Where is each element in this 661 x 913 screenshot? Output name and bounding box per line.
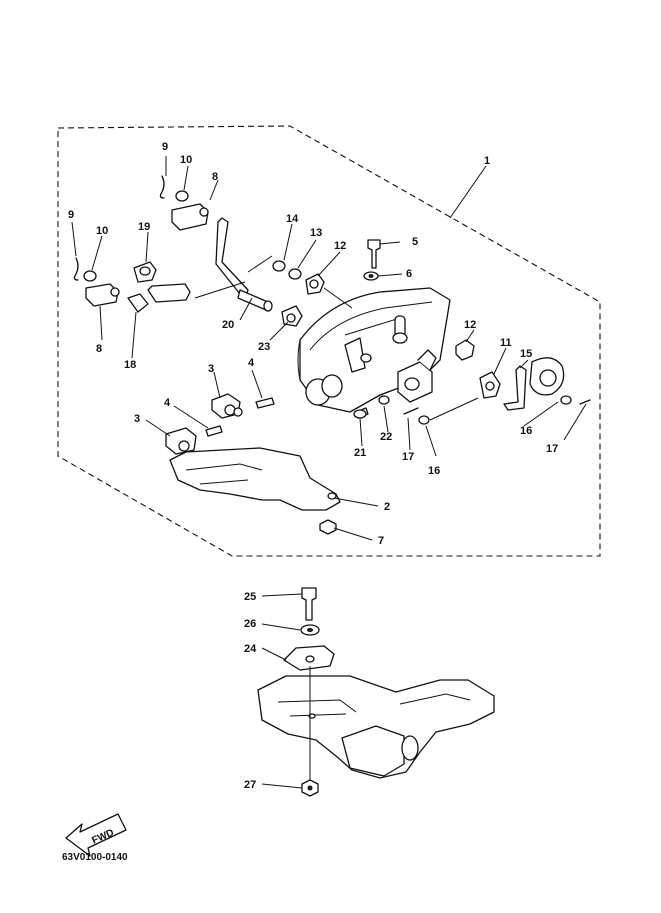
assembly-boundary: [57, 125, 601, 557]
part-label-25: 25: [244, 591, 256, 603]
part-label-4b: 4: [164, 397, 171, 409]
part-label-22: 22: [380, 431, 392, 443]
brackets-3: [165, 393, 275, 455]
part-label-3b: 3: [134, 413, 140, 425]
upper-assembly: [73, 175, 591, 535]
part-label-11: 11: [500, 337, 512, 349]
leader-lines: [71, 156, 587, 789]
bolt-5: [363, 239, 381, 281]
part-label-12: 12: [334, 240, 346, 252]
part-label-23: 23: [258, 341, 270, 353]
part-label-27: 27: [244, 779, 256, 791]
part-label-21: 21: [354, 447, 366, 459]
diagram-code: 63V0100-0140: [62, 852, 128, 863]
part-label-13: 13: [310, 227, 322, 239]
part-label-3: 3: [208, 363, 214, 375]
part-label-24: 24: [244, 643, 257, 655]
part-label-19: 19: [138, 221, 150, 233]
part-label-2: 2: [384, 501, 390, 513]
fwd-arrow: FWD: [65, 813, 127, 857]
throttle-cam: [397, 349, 437, 403]
part-labels: 1 2 3 3 4 4 5 6 7 8 8 9 9 10 10 11 12 12…: [68, 141, 558, 791]
part-label-9b: 9: [68, 209, 74, 221]
linkage-upper: [73, 175, 353, 327]
part-label-1: 1: [484, 155, 490, 167]
part-label-10b: 10: [96, 225, 108, 237]
part-label-9: 9: [162, 141, 168, 153]
part-label-17b: 17: [402, 451, 414, 463]
part-label-16: 16: [520, 425, 532, 437]
lower-assembly: [257, 587, 495, 797]
part-label-10: 10: [180, 154, 192, 166]
part-label-6: 6: [406, 268, 412, 280]
part-label-18: 18: [124, 359, 136, 371]
part-label-14: 14: [286, 213, 299, 225]
base-plate-2: [169, 447, 341, 535]
part-label-8: 8: [212, 171, 218, 183]
part-label-20: 20: [222, 319, 234, 331]
part-label-26: 26: [244, 618, 256, 630]
part-label-8b: 8: [96, 343, 102, 355]
part-label-16b: 16: [428, 465, 440, 477]
part-label-7: 7: [378, 535, 384, 547]
part-label-5: 5: [412, 236, 418, 248]
part-label-12b: 12: [464, 319, 476, 331]
right-linkage: [353, 339, 591, 425]
part-label-17: 17: [546, 443, 558, 455]
part-label-15: 15: [520, 348, 532, 360]
part-label-4: 4: [248, 357, 255, 369]
